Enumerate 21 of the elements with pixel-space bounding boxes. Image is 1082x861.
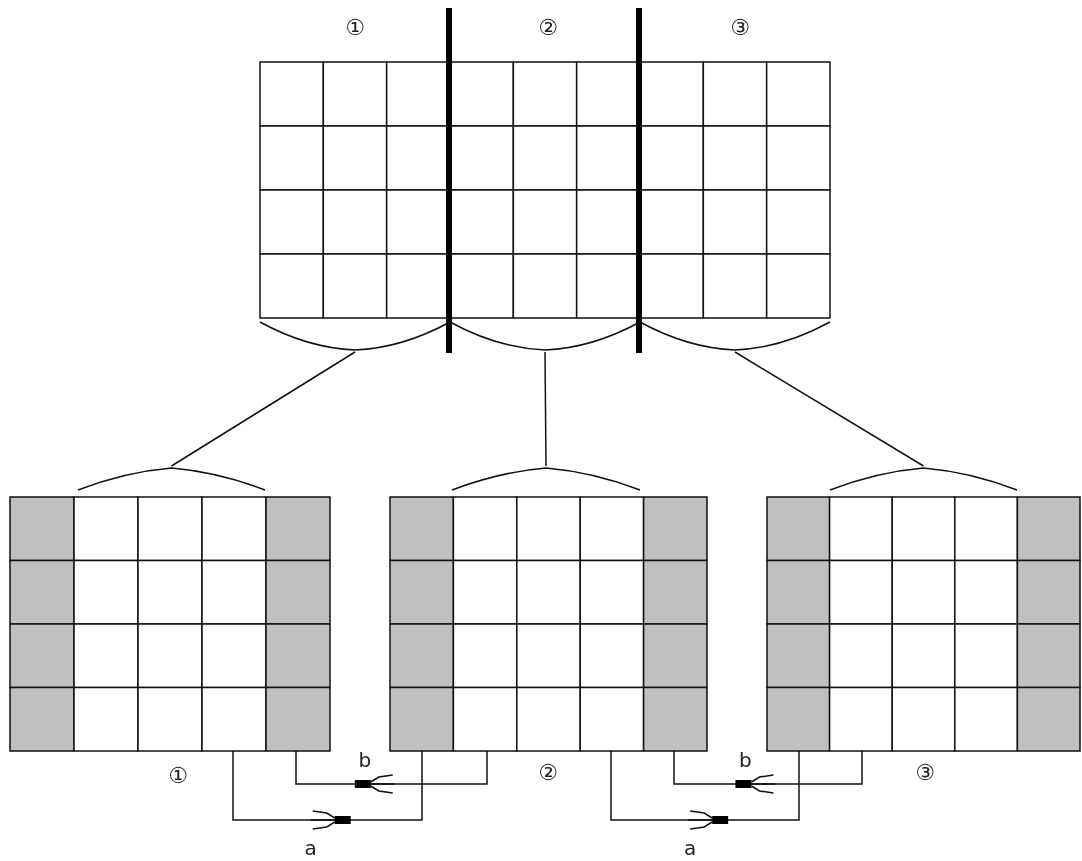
connector-line <box>734 351 925 467</box>
circled-number: ③ <box>915 762 935 784</box>
grid-panel <box>767 466 1080 751</box>
cable <box>295 750 488 785</box>
edge-label: a <box>684 838 697 858</box>
circled-number: ① <box>345 17 365 39</box>
grid-panel <box>10 466 330 751</box>
grid-panel <box>260 62 830 352</box>
connector-line <box>170 351 356 467</box>
circled-number: ① <box>168 765 188 787</box>
circled-number: ② <box>538 762 558 784</box>
grid-panel <box>390 466 707 751</box>
edge-label: a <box>304 838 317 858</box>
cable <box>673 750 863 785</box>
cable <box>232 750 423 821</box>
connector-line <box>544 351 547 467</box>
cable <box>610 750 800 821</box>
circled-number: ② <box>538 17 558 39</box>
circled-number: ③ <box>730 17 750 39</box>
edge-label: b <box>358 750 372 770</box>
edge-label: b <box>739 750 752 770</box>
